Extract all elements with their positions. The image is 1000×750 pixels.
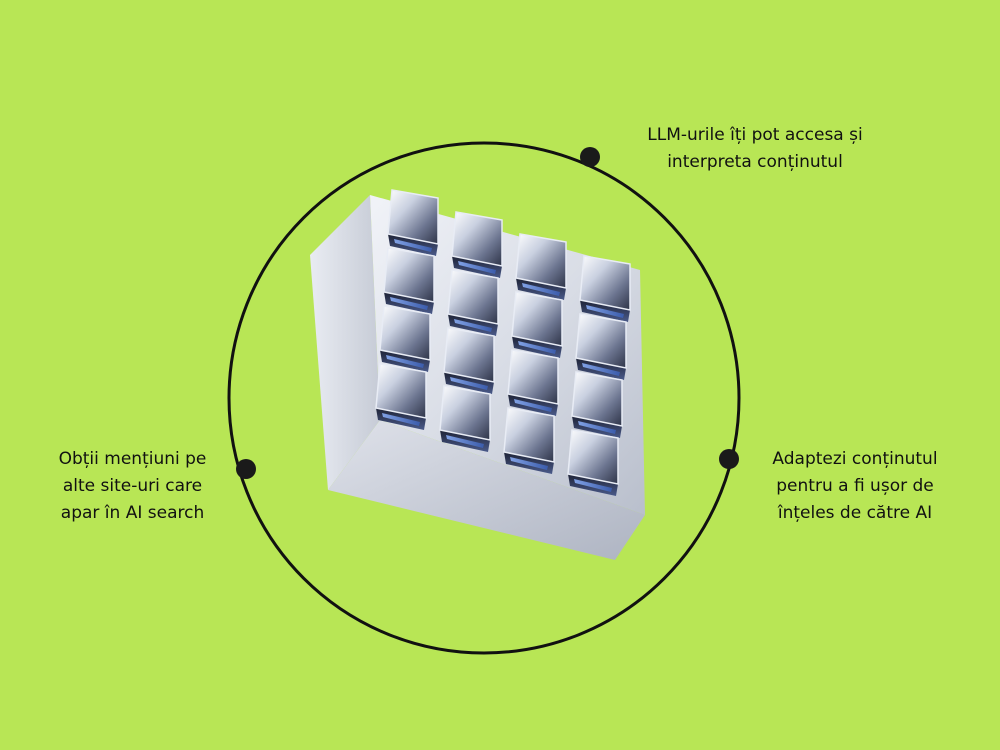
cube-bottom-face — [328, 420, 645, 560]
keypad-key — [511, 291, 563, 358]
keypad-key — [387, 189, 439, 256]
label-top-line-2: interpreta conținutul — [667, 152, 843, 172]
cube-side-face — [310, 195, 380, 490]
label-right-line-2: pentru a fi ușor de — [776, 476, 934, 496]
keypad-key — [515, 233, 567, 300]
node-top — [580, 147, 600, 167]
key-grid — [375, 189, 631, 496]
keypad-key — [571, 371, 623, 438]
label-left-line-2: alte site-uri care — [62, 476, 203, 496]
label-left: Obții mențiuni pe alte site-uri care apa… — [20, 446, 245, 527]
chrome-keypad-cube — [310, 189, 645, 560]
label-left-line-3: apar în AI search — [60, 503, 205, 523]
keypad-key — [379, 305, 431, 372]
keypad-key — [567, 429, 619, 496]
keypad-key — [503, 407, 555, 474]
label-left-line-1: Obții mențiuni pe — [58, 449, 207, 469]
keypad-key — [383, 247, 435, 314]
keypad-key — [443, 327, 495, 394]
label-right-line-3: înțeles de către AI — [777, 503, 933, 523]
cycle-ring — [227, 141, 741, 655]
keypad-key — [439, 385, 491, 452]
label-top-line-1: LLM-urile îți pot accesa și — [647, 125, 863, 145]
label-right-line-1: Adaptezi conținutul — [772, 449, 938, 469]
node-right — [719, 449, 739, 469]
label-right: Adaptezi conținutul pentru a fi ușor de … — [740, 446, 970, 527]
keypad-key — [447, 269, 499, 336]
node-left — [236, 459, 256, 479]
keypad-key — [507, 349, 559, 416]
label-top: LLM-urile îți pot accesa și interpreta c… — [590, 122, 920, 176]
keypad-key — [579, 255, 631, 322]
keypad-key — [375, 363, 427, 430]
keypad-key — [575, 313, 627, 380]
keypad-key — [451, 211, 503, 278]
